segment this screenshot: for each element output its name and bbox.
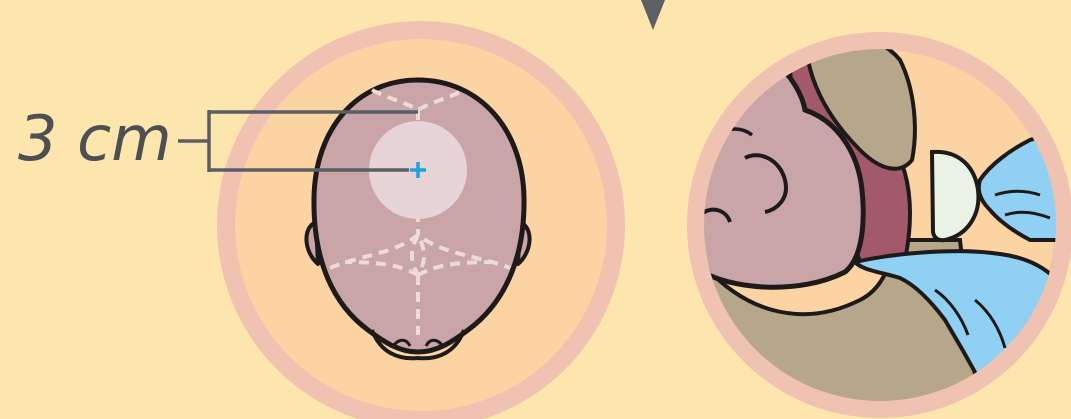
down-arrow-icon — [641, 0, 665, 30]
left-panel-top-view — [178, 30, 616, 419]
right-panel-side-view — [666, 35, 1071, 419]
measurement-label: 3 cm — [18, 102, 172, 175]
